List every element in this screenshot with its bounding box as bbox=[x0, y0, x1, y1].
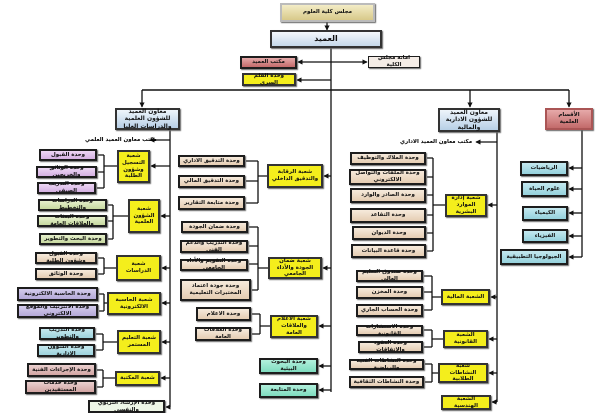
unit-evaluation-performance[interactable]: وحدة التقويم والأداء الجامعي bbox=[180, 258, 248, 271]
unit-computer[interactable]: وحدة الحاسبة الالكترونية bbox=[17, 287, 98, 301]
unit-public-relations[interactable]: وحدة العلاقات العامة bbox=[195, 327, 251, 341]
dept-chemistry[interactable]: الكيمياء bbox=[522, 206, 568, 221]
section-media[interactable]: شعبة الاعلام والعلاقات العامة bbox=[270, 315, 318, 338]
unit-legal-consultations[interactable]: وحدة الاستشارات القانونية bbox=[356, 324, 423, 337]
unit-financial-audit[interactable]: وحدة التدقيق المالي bbox=[178, 175, 245, 188]
dean-box[interactable]: العميد bbox=[270, 30, 382, 48]
unit-environmental-research[interactable]: وحدة البحوث البيئية bbox=[259, 358, 318, 374]
secret-unit-box[interactable]: وحدة القلم السري bbox=[242, 73, 296, 86]
section-human-resources[interactable]: شعبة إدارة الموارد البشرية bbox=[445, 194, 487, 217]
vp-scientific-office-label: مكتب معاون العميد العلمي bbox=[85, 137, 157, 143]
unit-admission[interactable]: وحدة القبول bbox=[39, 149, 97, 161]
dept-physics[interactable]: الفيزياء bbox=[522, 229, 568, 243]
unit-beneficiary-services[interactable]: وحدة خدمات المستفيدين bbox=[25, 380, 96, 394]
vp-administrative-office-label: مكتب معاون العميد الاداري bbox=[400, 139, 473, 145]
unit-higher-education-fund[interactable]: وحدة صندوق التعليم العالي bbox=[356, 269, 423, 282]
unit-arts-sports-activities[interactable]: وحدة النشاطات الفنية والرياضية bbox=[349, 358, 424, 371]
section-continuing-education[interactable]: شعبة التعليم المستمر bbox=[117, 330, 161, 354]
council-secretariat-box[interactable]: امانة مجلس الكلية bbox=[368, 55, 420, 68]
unit-cultural-activities[interactable]: وحدة النشاطات الثقافية bbox=[349, 376, 424, 388]
unit-reports-followup[interactable]: وحدة متابعة التقارير bbox=[178, 196, 245, 210]
unit-database[interactable]: وحدة قاعدة البيانات bbox=[351, 244, 426, 258]
unit-missions-relations[interactable]: وحدة البعثات والعلاقات العامة bbox=[37, 214, 107, 227]
section-computer[interactable]: شعبة الحاسبة الالكترونية bbox=[107, 292, 161, 315]
unit-research-development[interactable]: وحدة البحث والتطوير bbox=[39, 233, 107, 245]
unit-retirement[interactable]: وحدة التقاعد bbox=[350, 208, 426, 223]
unit-diwan[interactable]: وحدة الديوان bbox=[352, 226, 426, 240]
vp-administrative-box[interactable]: معاون العميد للشؤون الادارية والمالية bbox=[438, 108, 500, 132]
college-council-box[interactable]: مجلس كلية العلوم bbox=[280, 3, 375, 22]
unit-quality-assurance[interactable]: وحدة ضمان الجودة bbox=[181, 221, 248, 233]
unit-admin-audit[interactable]: وحدة التدقيق الاداري bbox=[178, 155, 245, 167]
unit-contracts-agreements[interactable]: وحدة العقود والاتفاقات bbox=[358, 340, 423, 353]
unit-followup[interactable]: وحدة المتابعة bbox=[259, 383, 318, 398]
unit-summer-training[interactable]: وحدة التدريب الصيفي bbox=[37, 181, 96, 194]
section-library[interactable]: شعبة المكتبة bbox=[115, 371, 160, 386]
unit-current-account[interactable]: وحدة الحساب الجاري bbox=[356, 304, 423, 317]
unit-studies-planning[interactable]: وحدة الدراسات والتخطيط bbox=[38, 198, 107, 211]
section-studies[interactable]: شعبة الدراسات bbox=[116, 255, 161, 281]
section-finance[interactable]: الشعبة المالية bbox=[441, 289, 490, 305]
section-audit[interactable]: شعبة الرقابة والتدقيق الداخلي bbox=[267, 164, 323, 188]
unit-administrative-affairs[interactable]: وحدة الشؤون الادارية bbox=[37, 344, 95, 357]
unit-lab-accreditation[interactable]: وحدة جودة اعتماد المختبرات التعليمية bbox=[180, 279, 251, 301]
unit-technical-procedures[interactable]: وحدة الإجراءات الفنية bbox=[27, 363, 96, 377]
section-student-activities[interactable]: شعبة النشاطات الطلابية bbox=[438, 363, 488, 383]
unit-internet-website[interactable]: وحدة الانترنيت والموقع الالكتروني bbox=[17, 304, 98, 318]
dept-mathematics[interactable]: الرياضيات bbox=[520, 161, 568, 176]
unit-training-support[interactable]: وحدة التدريب والدعم الفني bbox=[180, 240, 248, 253]
unit-admission-student-affairs[interactable]: وحدة القبول وشؤون الطلبة bbox=[35, 251, 97, 264]
vp-scientific-box[interactable]: معاون العميد للشؤون العلمية والدراسات ال… bbox=[115, 108, 180, 130]
section-quality-assurance[interactable]: شعبة ضمان الجودة والأداء الجامعي bbox=[268, 257, 322, 279]
unit-warehouse[interactable]: وحدة المخزن bbox=[356, 286, 423, 299]
dean-office-box[interactable]: مكتب العميد bbox=[240, 56, 297, 69]
unit-files-communication[interactable]: وحدة الملفات والتواصل الالكتروني bbox=[349, 169, 426, 185]
scientific-departments-box[interactable]: الأقسام العلمية bbox=[545, 108, 593, 130]
section-engineering[interactable]: الشعبة الهندسية bbox=[441, 395, 491, 410]
unit-documents-graduates[interactable]: وحدة الوثائق والخريجين bbox=[36, 165, 97, 178]
section-registration[interactable]: شعبة التسجيل وشؤون الطلبة bbox=[117, 150, 150, 183]
unit-media[interactable]: وحدة الاعلام bbox=[196, 307, 251, 321]
section-legal[interactable]: الشعبة القانونية bbox=[443, 330, 488, 348]
unit-documents[interactable]: وحدة الوثائق bbox=[35, 268, 97, 280]
section-scientific-affairs[interactable]: شعبة الشؤون العلمية bbox=[128, 199, 160, 233]
unit-staffing[interactable]: وحدة الملاك والتوظيف bbox=[350, 152, 426, 165]
unit-counseling[interactable]: وحدة الإرشاد التربوي والنفسي bbox=[88, 400, 165, 413]
dept-applied-geology[interactable]: الجيولوجيا التطبيقية bbox=[500, 249, 568, 265]
dept-biology[interactable]: علوم الحياة bbox=[521, 181, 568, 197]
unit-training-development[interactable]: وحدة التدريب والتطوير bbox=[39, 327, 95, 340]
unit-incoming-outgoing[interactable]: وحدة الصادر والوارد bbox=[350, 188, 426, 203]
